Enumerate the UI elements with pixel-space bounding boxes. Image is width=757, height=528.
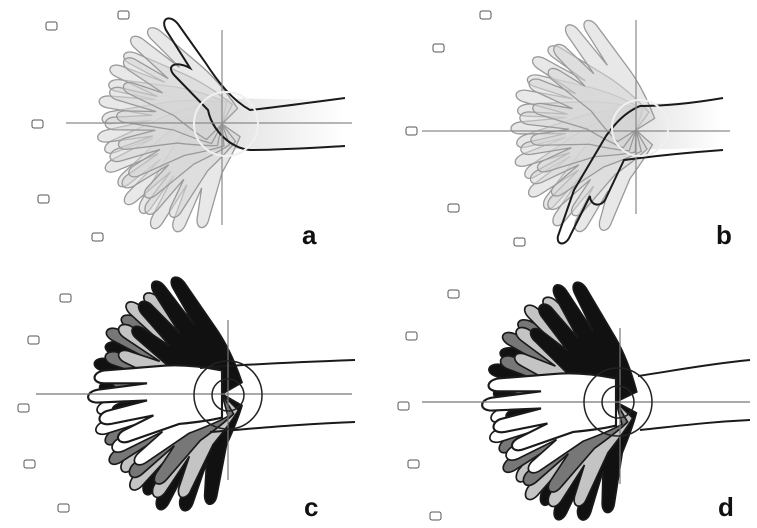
marker xyxy=(398,402,409,410)
forearm-outline xyxy=(638,360,750,430)
panel-label-a: a xyxy=(302,222,316,248)
marker xyxy=(406,127,417,135)
marker xyxy=(46,22,57,30)
marker xyxy=(408,460,419,468)
panel-b: b xyxy=(378,0,757,264)
marker xyxy=(18,404,29,412)
marker xyxy=(430,512,441,520)
panel-label-b: b xyxy=(716,222,732,248)
panel-a-figure xyxy=(0,0,378,264)
marker xyxy=(32,120,43,128)
panel-label-d: d xyxy=(718,494,734,520)
marker xyxy=(448,204,459,212)
panel-c-figure xyxy=(0,264,378,528)
marker xyxy=(38,195,49,203)
sensor-markers xyxy=(18,294,71,512)
marker xyxy=(406,332,417,340)
panel-c: c xyxy=(0,264,378,528)
hand-fan xyxy=(90,17,259,253)
hand-fan xyxy=(477,272,658,528)
sensor-markers xyxy=(406,11,525,246)
hand-fan xyxy=(83,266,263,528)
sensor-markers xyxy=(398,290,459,520)
marker xyxy=(433,44,444,52)
marker xyxy=(514,238,525,246)
panel-label-c: c xyxy=(304,494,318,520)
panel-d: d xyxy=(378,264,757,528)
marker xyxy=(92,233,103,241)
marker xyxy=(448,290,459,298)
panel-a: a xyxy=(0,0,378,264)
marker xyxy=(28,336,39,344)
panel-d-figure xyxy=(378,264,757,528)
marker xyxy=(60,294,71,302)
marker xyxy=(480,11,491,19)
marker xyxy=(58,504,69,512)
marker xyxy=(24,460,35,468)
panel-b-figure xyxy=(378,0,757,264)
marker xyxy=(118,11,129,19)
